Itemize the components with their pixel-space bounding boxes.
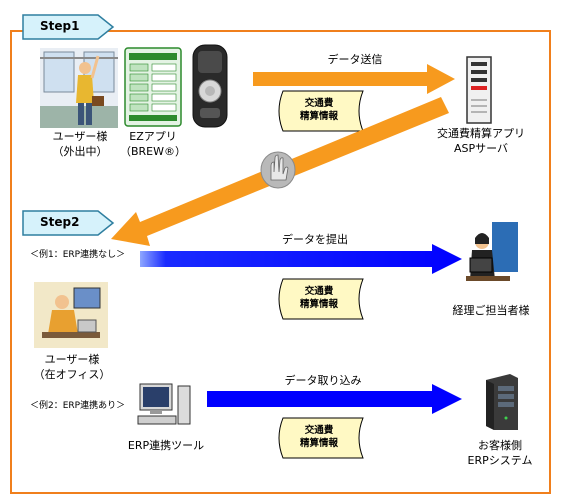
hand-cursor-icon [260,151,296,189]
ez-app-screen-icon [124,47,182,127]
traveling-user-label: ユーザー様 （外出中） [38,129,122,159]
document-icon [278,417,364,459]
office-user-label-line2: （在オフィス） [33,368,111,381]
office-user-label: ユーザー様 （在オフィス） [32,352,112,382]
traveling-user-icon [40,48,118,128]
ez-app-label-line2: （BREW®） [119,145,187,158]
erp-tool-label: ERP連携ツール [127,439,205,452]
import-data-label: データ取り込み [284,374,362,387]
expense-doc-step1: 交通費 精算情報 [273,90,365,132]
step2-label: Step2 [40,215,80,229]
ez-app-label-line1: EZアプリ [129,130,177,143]
expense-doc-example1-line1: 交通費 [304,286,334,297]
customer-erp-label-line2: ERPシステム [467,454,533,467]
customer-erp-label: お客様側 ERPシステム [452,438,548,468]
asp-server-label-line2: ASPサーバ [453,142,509,155]
data-send-arrow [253,64,455,94]
office-user-label-line1: ユーザー様 [44,353,100,366]
customer-erp-label-line1: お客様側 [478,439,522,452]
erp-tool-pc-icon [137,383,191,425]
submit-data-label: データを提出 [282,233,348,246]
data-send-label: データ送信 [327,53,383,66]
accountant-icon [462,220,518,288]
asp-server-label: 交通費精算アプリ ASPサーバ [428,126,534,156]
asp-server-label-line1: 交通費精算アプリ [437,127,525,140]
expense-doc-example1: 交通費 精算情報 [273,278,365,320]
diagram-frame [10,30,551,494]
step1-label: Step1 [40,19,80,33]
office-user-icon [34,282,108,348]
ez-app-label: EZアプリ （BREW®） [118,129,188,159]
expense-doc-example1-line2: 精算情報 [299,299,338,310]
import-data-arrow [207,384,462,414]
document-icon [278,278,364,320]
expense-doc-step1-line2: 精算情報 [299,111,338,122]
expense-doc-example2: 交通費 精算情報 [273,417,365,459]
mobile-phone-icon [192,44,228,128]
example2-label: ＜例2：ERP連携あり＞ [30,401,126,411]
expense-doc-example2-line2: 精算情報 [299,438,338,449]
traveling-user-label-line2: （外出中） [52,145,108,158]
example1-label: ＜例1：ERP連携なし＞ [30,250,126,260]
submit-data-arrow [140,244,462,274]
accountant-label: 経理ご担当者様 [452,304,530,317]
expense-doc-step1-line1: 交通費 [304,98,334,109]
customer-erp-server-icon [486,374,518,430]
asp-server-icon [466,56,492,124]
traveling-user-label-line1: ユーザー様 [52,130,108,143]
expense-doc-example2-line1: 交通費 [304,425,334,436]
step2-badge: Step2 [22,210,115,236]
step1-badge: Step1 [22,14,115,40]
